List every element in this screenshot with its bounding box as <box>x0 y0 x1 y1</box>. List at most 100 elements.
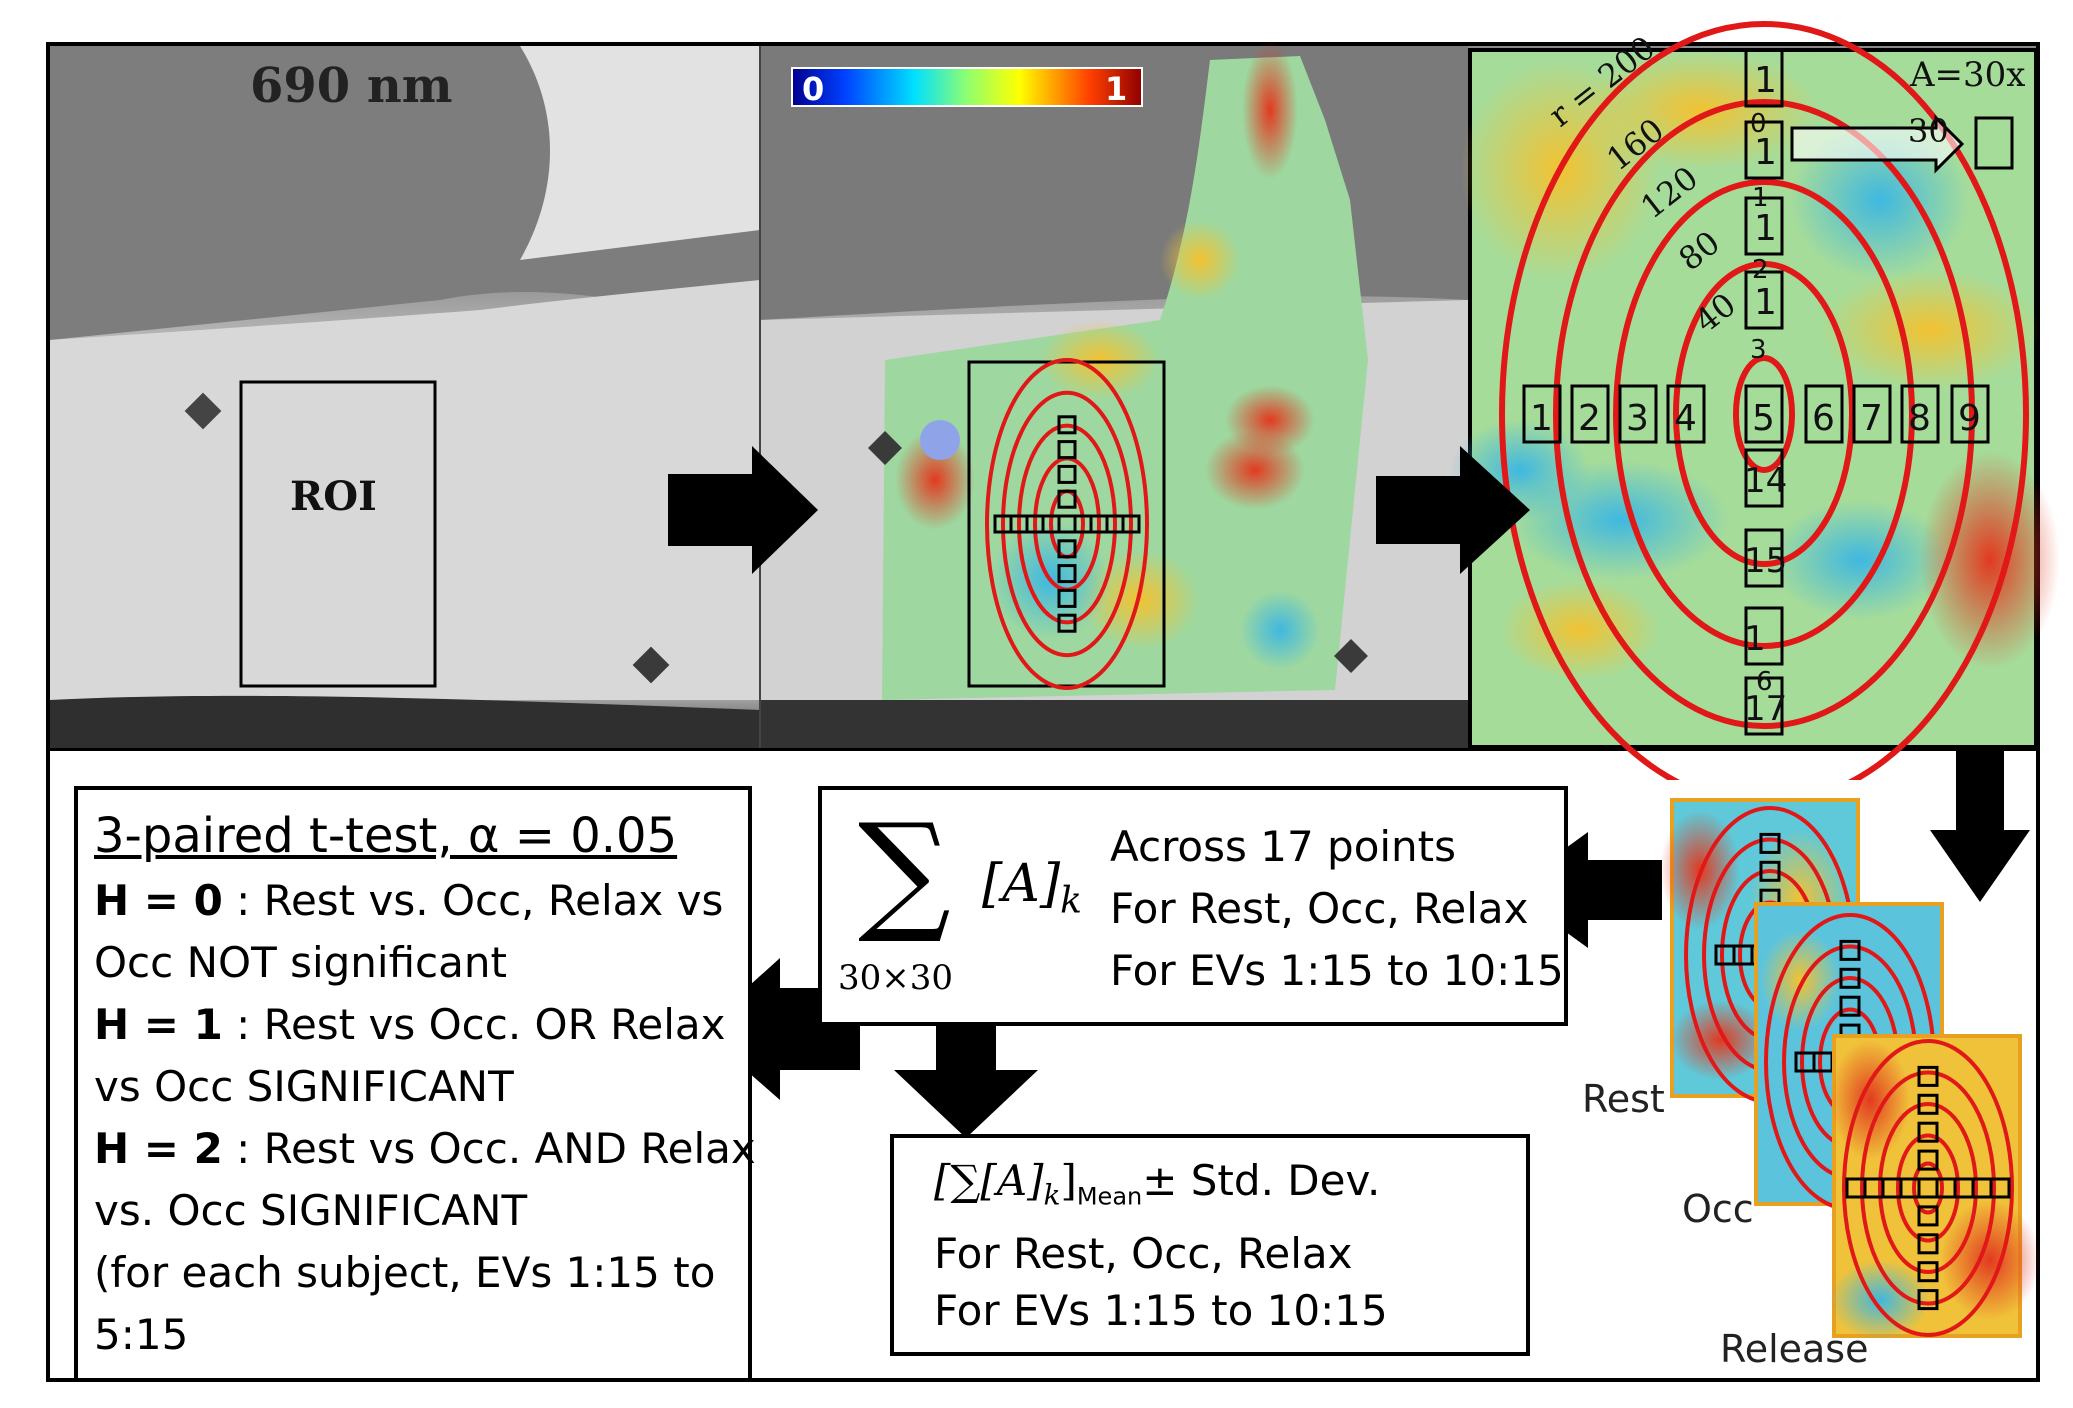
overlay-number: 2 <box>1752 255 1769 285</box>
target-point-box <box>1812 1051 1834 1073</box>
target-point-box <box>1989 1177 2011 1199</box>
image-strip: 690 nm ROI 0 1 <box>46 21 2060 780</box>
target-ring <box>1738 900 1802 1010</box>
ttest-line: H = 1 : Rest vs Occ. OR Relax <box>94 994 734 1056</box>
mean-lines: [∑[A]k]Mean± Std. Dev. For Rest, Occ, Re… <box>934 1152 1388 1339</box>
mean-formula-main: [∑[A] <box>934 1156 1044 1205</box>
target-point-box <box>1884 1051 1906 1073</box>
ttest-line: 5:15 <box>94 1304 734 1366</box>
stack-release-target <box>1842 1039 2014 1337</box>
target-point-box <box>1057 440 1077 460</box>
target-ring <box>1912 1161 1944 1215</box>
target-point-box <box>1917 1121 1939 1143</box>
ttest-title: 3-paired t-test, α = 0.05 <box>94 808 678 864</box>
target-point-box <box>1522 384 1562 444</box>
sum-symbol: ∑ <box>858 795 951 947</box>
wrist-photo-690nm <box>50 46 760 748</box>
ttest-line: H = 2 : Rest vs Occ. AND Relax <box>94 1118 756 1180</box>
target-point-box <box>1863 1177 1885 1199</box>
stack-label-release: Release <box>1720 1327 1868 1371</box>
point-number: 14 <box>1744 461 1787 501</box>
ttest-line-text: : Rest vs Occ. AND Relax <box>222 1124 756 1173</box>
target-point-box <box>1121 514 1141 534</box>
overlay-number: 6 <box>1756 667 1773 697</box>
point-number: 15 <box>1744 541 1787 581</box>
target-point-box <box>1744 196 1784 256</box>
target-point-box <box>1768 944 1790 966</box>
stack-release-map <box>1830 1034 2040 1340</box>
target-point-box <box>1852 384 1892 444</box>
target-point-box <box>1830 1051 1852 1073</box>
ttest-line-text: : Rest vs. Occ, Relax vs <box>222 876 724 925</box>
sum-term: [A]k <box>982 854 1082 921</box>
target-ring <box>1818 1007 1882 1117</box>
target-ring <box>1684 806 1856 1104</box>
ttest-hypothesis-label: H = 1 <box>94 1000 223 1049</box>
point-number: 7 <box>1860 398 1883 439</box>
ttest-line-text: : Rest vs Occ. OR Relax <box>222 1000 726 1049</box>
target-point-box <box>1794 1051 1816 1073</box>
target-ring <box>1733 355 1795 473</box>
point-number: 2 <box>1578 398 1601 439</box>
target-ring <box>985 358 1149 690</box>
target-point-box <box>1057 539 1077 559</box>
target-point-box <box>1666 384 1706 444</box>
target-ring <box>1017 423 1117 625</box>
target-ring <box>1499 21 2029 780</box>
target-ring <box>1001 390 1133 658</box>
stack-occ-map <box>1754 902 1944 1206</box>
target-point-box <box>1839 1107 1861 1129</box>
colorbar-min-label: 0 <box>802 70 824 108</box>
target-point-box <box>1881 1177 1903 1199</box>
target-point-box <box>1804 944 1826 966</box>
target-point-box <box>1839 967 1861 989</box>
mean-line-2: For EVs 1:15 to 10:15 <box>934 1286 1388 1336</box>
target-ring <box>1800 976 1900 1148</box>
target-point-box <box>1839 1135 1861 1157</box>
ttest-line-text: vs Occ SIGNIFICANT <box>94 1062 514 1111</box>
target-ring <box>1782 944 1918 1180</box>
target-point-box <box>1057 588 1077 608</box>
target-point-box <box>1953 1177 1975 1199</box>
overlay-number: 1 <box>1752 183 1769 213</box>
target-point-box <box>1786 944 1808 966</box>
target-point-box <box>1839 995 1861 1017</box>
roi-label: ROI <box>290 473 377 520</box>
ttest-hypothesis-label: H = 0 <box>94 876 223 925</box>
target-ring <box>1673 261 1855 567</box>
target-point-box <box>1839 1163 1861 1185</box>
target-point-box <box>1744 48 1784 108</box>
arrow-right-icon-2 <box>1376 446 1530 574</box>
target-point-box <box>1839 1079 1861 1101</box>
amplification-label: A=30x <box>1909 55 2025 95</box>
target-point-box <box>1950 384 1990 444</box>
stack-occ-target <box>1764 913 1936 1211</box>
target-point-box <box>1866 1051 1888 1073</box>
ttest-line-text: (for each subject, EVs 1:15 to <box>94 1248 716 1297</box>
target-point-box <box>1917 1261 1939 1283</box>
magnify-arrow-icon <box>1790 114 2014 174</box>
ttest-line: vs. Occ SIGNIFICANT <box>94 1180 734 1242</box>
target-point-box <box>1750 944 1772 966</box>
target-point-box <box>1057 415 1077 435</box>
target-point-box <box>1759 1028 1781 1050</box>
target-point-box <box>1744 676 1784 736</box>
target-point-box <box>1917 1149 1939 1171</box>
target-point-box <box>1917 1065 1939 1087</box>
target-point-box <box>1759 888 1781 910</box>
target-point-box <box>1057 489 1077 509</box>
point-number: 1 <box>1744 619 1766 659</box>
target-point-box <box>1804 384 1844 444</box>
target-point-box <box>1744 606 1784 666</box>
target-point-box <box>1917 1233 1939 1255</box>
point-number: 9 <box>1958 398 1981 439</box>
sum-term-main: [A] <box>982 854 1061 914</box>
target-point-box <box>1917 1205 1939 1227</box>
sum-line: For EVs 1:15 to 10:15 <box>1110 946 1564 995</box>
mean-formula-sub: Mean <box>1076 1182 1143 1211</box>
stack-rest-map <box>1660 798 1860 1098</box>
colorbar-max-label: 1 <box>1105 70 1127 108</box>
